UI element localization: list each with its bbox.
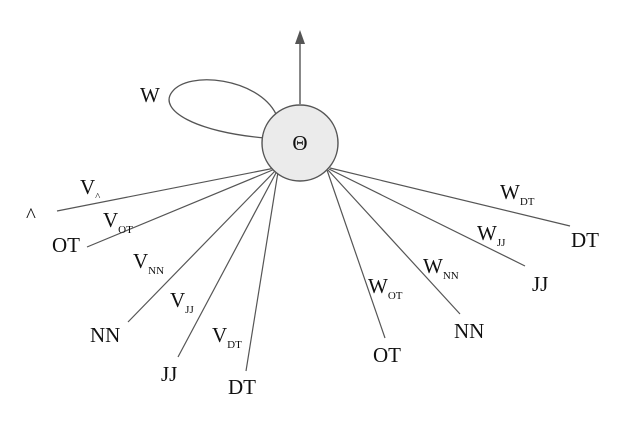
- weight-label-v-caret: V^: [80, 175, 101, 203]
- end-label-right-jj: JJ: [532, 272, 548, 296]
- end-label-left-nn: NN: [90, 323, 120, 347]
- edge-line-right-nn: [327, 169, 461, 315]
- weight-label-v-nn: VNN: [133, 249, 164, 277]
- end-label-right-ot: OT: [373, 343, 401, 367]
- weight-label-v-jj: VJJ: [170, 288, 194, 316]
- end-label-right-nn: NN: [454, 319, 484, 343]
- edge-line-left-nn: [127, 169, 277, 323]
- theta-node: [261, 104, 339, 182]
- edge-line-left-ot: [86, 168, 276, 248]
- edge-line-caret: [56, 167, 276, 212]
- end-label-left-ot: OT: [52, 233, 80, 257]
- weight-label-w-dt: WDT: [500, 180, 535, 208]
- theta-node-label: Θ: [292, 131, 307, 155]
- edge-line-right-jj: [328, 168, 526, 267]
- end-label-left-dt: DT: [228, 375, 256, 399]
- weight-label-w-ot: WOT: [368, 274, 403, 302]
- edge-line-right-dt: [329, 167, 571, 227]
- output-arrow-head: [295, 30, 305, 44]
- edge-line-left-dt: [245, 171, 279, 372]
- end-label-right-dt: DT: [571, 228, 599, 252]
- weight-label-v-ot: VOT: [103, 208, 133, 236]
- self-loop-path: [168, 79, 277, 139]
- weight-label-w-nn: WNN: [423, 254, 459, 282]
- end-label-left-jj: JJ: [161, 362, 177, 386]
- edge-line-left-jj: [177, 170, 278, 358]
- end-label-caret: ^: [26, 203, 36, 227]
- edge-line-right-ot: [326, 169, 386, 339]
- self-loop-label: W: [140, 83, 160, 107]
- weight-label-w-jj: WJJ: [477, 221, 506, 249]
- weight-label-v-dt: VDT: [212, 323, 242, 351]
